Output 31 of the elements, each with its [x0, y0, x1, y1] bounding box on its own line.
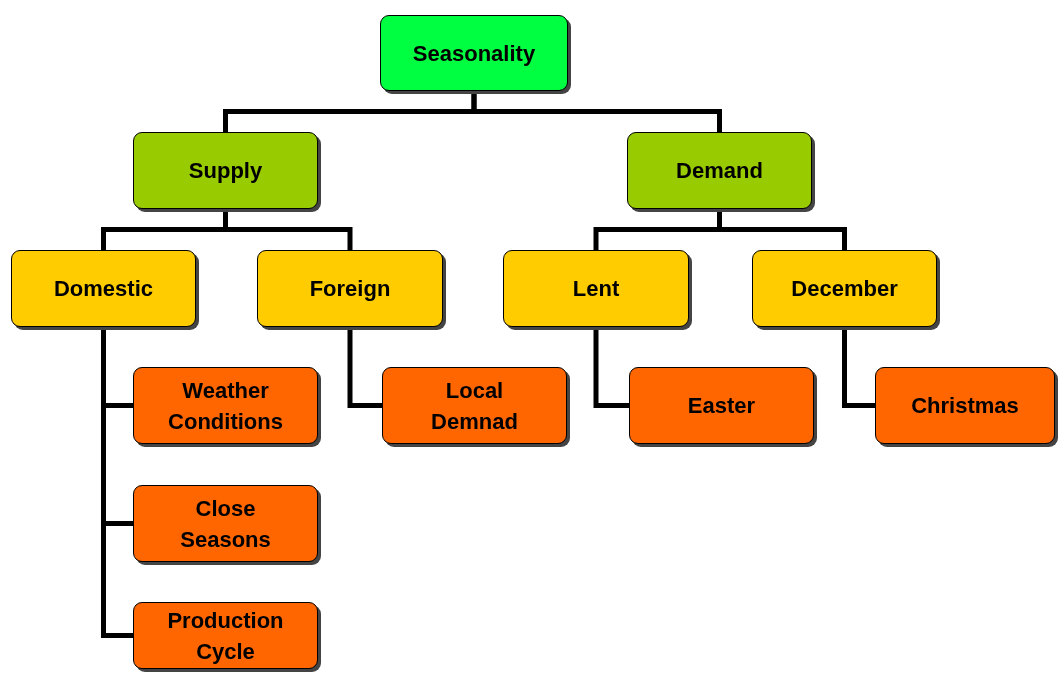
box-label: Christmas	[910, 392, 1020, 420]
category-box	[133, 485, 318, 562]
box-label: Weather Conditions	[167, 376, 284, 436]
category-box	[503, 250, 689, 327]
connector-line	[593, 327, 629, 408]
box-label: Domestic	[52, 275, 154, 303]
category-box	[133, 367, 318, 444]
box-label: Lent	[571, 275, 621, 303]
connector-line	[101, 327, 133, 638]
category-box	[752, 250, 937, 327]
box-label: Seasonality	[411, 39, 537, 68]
connector-line	[471, 91, 722, 132]
box-label: Close Seasons	[179, 494, 272, 554]
connector-line	[842, 327, 875, 408]
connector-line	[347, 327, 382, 408]
box-label: Production Cycle	[166, 606, 285, 666]
category-box	[627, 132, 812, 209]
category-box	[133, 602, 318, 669]
box-label: Supply	[187, 157, 264, 185]
box-label: Foreign	[308, 275, 392, 303]
box-label: Local Demnad	[430, 376, 519, 436]
category-box	[380, 15, 568, 91]
box-label: Demand	[675, 157, 764, 185]
category-box	[257, 250, 443, 327]
box-label: Easter	[686, 392, 757, 420]
category-box	[629, 367, 814, 444]
category-box	[382, 367, 567, 444]
category-box	[875, 367, 1055, 444]
category-box	[133, 132, 318, 209]
category-box	[11, 250, 196, 327]
box-label: December	[790, 275, 899, 303]
